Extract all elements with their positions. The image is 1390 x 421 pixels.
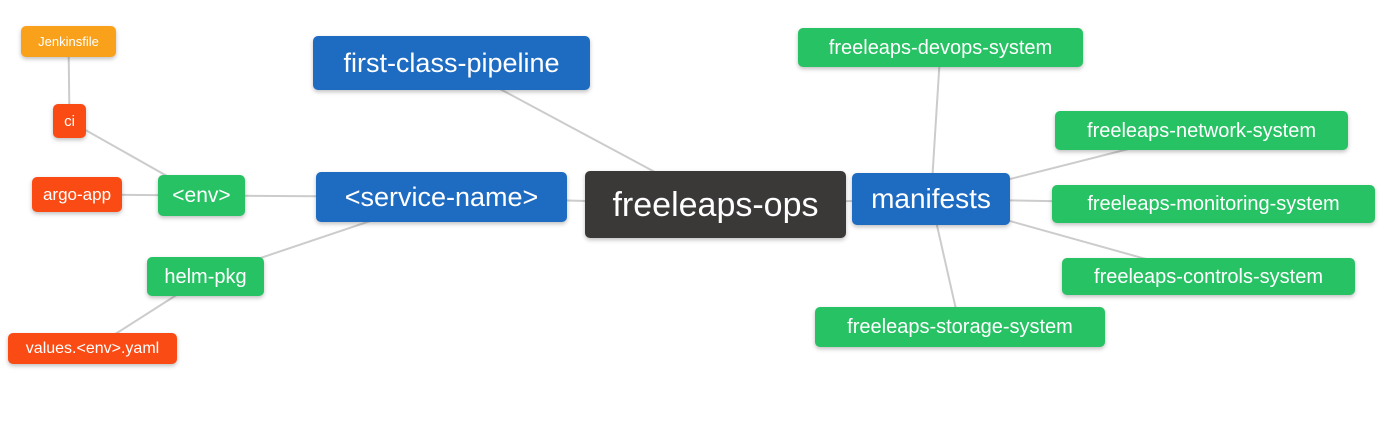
node-label: Jenkinsfile (38, 34, 99, 49)
node-label: freeleaps-storage-system (847, 316, 1073, 338)
node-label: helm-pkg (164, 265, 247, 288)
mindmap-node-argo-app[interactable]: argo-app (32, 177, 122, 212)
mindmap-node-freeleaps-monitoring-system[interactable]: freeleaps-monitoring-system (1052, 185, 1375, 223)
node-label: freeleaps-monitoring-system (1087, 193, 1340, 215)
node-label: ci (64, 112, 75, 130)
node-label: first-class-pipeline (343, 47, 560, 78)
node-label: <env> (172, 184, 231, 207)
mindmap-node-helm-pkg[interactable]: helm-pkg (147, 257, 264, 296)
node-label: <service-name> (344, 181, 539, 212)
mindmap-node-manifests[interactable]: manifests (852, 173, 1010, 225)
mindmap-node-ci[interactable]: ci (53, 104, 86, 138)
node-label: manifests (871, 183, 991, 214)
mindmap-node-jenkinsfile[interactable]: Jenkinsfile (21, 26, 116, 57)
mindmap-node-freeleaps-devops-system[interactable]: freeleaps-devops-system (798, 28, 1083, 67)
node-label: freeleaps-controls-system (1094, 265, 1323, 288)
mindmap-node-freeleaps-network-system[interactable]: freeleaps-network-system (1055, 111, 1348, 150)
mindmap-node-env[interactable]: <env> (158, 175, 245, 216)
mindmap-node-first-class-pipeline[interactable]: first-class-pipeline (313, 36, 590, 90)
node-label: freeleaps-network-system (1087, 119, 1316, 142)
mindmap-node-freeleaps-controls-system[interactable]: freeleaps-controls-system (1062, 258, 1355, 295)
mindmap-node-freeleaps-ops[interactable]: freeleaps-ops (585, 171, 846, 238)
mindmap-node-values-env-yaml[interactable]: values.<env>.yaml (8, 333, 177, 364)
node-label: values.<env>.yaml (25, 339, 160, 357)
node-label: freeleaps-ops (612, 185, 819, 224)
node-label: argo-app (42, 185, 112, 204)
node-label: freeleaps-devops-system (828, 36, 1053, 59)
mindmap-node-freeleaps-storage-system[interactable]: freeleaps-storage-system (815, 307, 1105, 347)
mindmap-node-service-name[interactable]: <service-name> (316, 172, 567, 222)
